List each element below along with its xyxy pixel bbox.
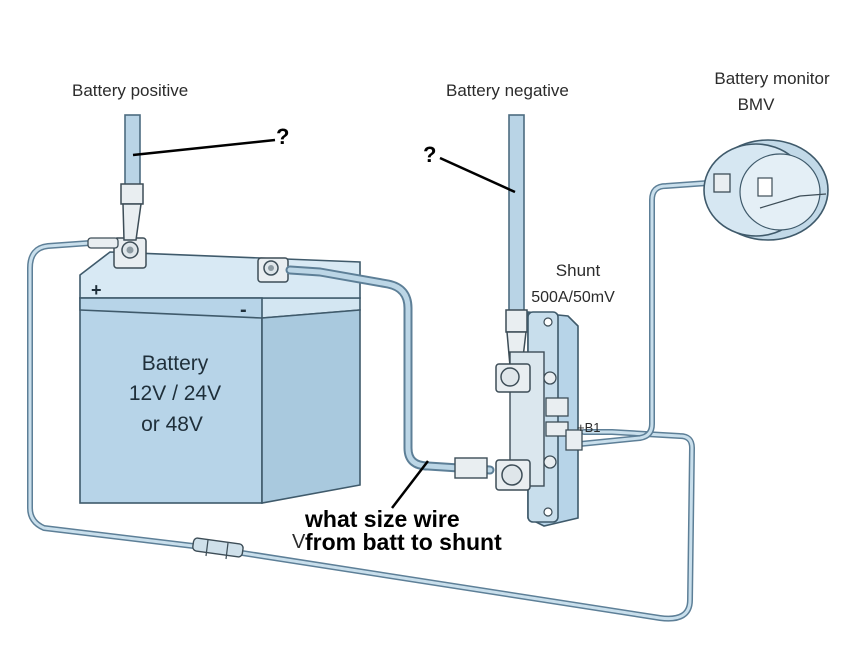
question-mark-positive: ? — [276, 124, 289, 149]
battery-negative-label: Battery negative — [446, 81, 569, 100]
battery-voltage-label-2: or 48V — [141, 413, 203, 436]
battery-minus-sign: - — [240, 299, 247, 321]
annotation-wire-size: V what size wire from batt to shunt — [292, 460, 502, 555]
battery-plus-sign: + — [91, 280, 102, 300]
positive-terminal — [87, 237, 147, 269]
shunt-rating-label: 500A/50mV — [531, 289, 615, 306]
battery-monitor-label: Battery monitor — [714, 69, 830, 88]
annotation-positive-question: ? — [132, 124, 289, 157]
battery-positive-label: Battery positive — [72, 81, 188, 100]
battery: + - Battery 12V / 24V or 48V — [79, 251, 361, 504]
shunt-terminal-label: +B1 — [577, 420, 601, 435]
positive-cable — [120, 114, 144, 241]
battery-monitor — [703, 139, 829, 241]
battery-voltage-label: 12V / 24V — [129, 382, 221, 405]
inline-fuse — [192, 537, 244, 560]
battery-to-shunt-cable — [285, 265, 495, 479]
battery-label: Battery — [142, 352, 209, 375]
question-mark-negative: ? — [423, 142, 436, 167]
monitor-cable — [577, 179, 725, 447]
sense-wire-positive — [27, 240, 695, 622]
hidden-v-label: V — [292, 531, 306, 553]
negative-cable — [505, 114, 528, 367]
wire-size-note-line2: from batt to shunt — [305, 529, 502, 555]
battery-monitor-model-label: BMV — [738, 95, 776, 114]
shunt-label: Shunt — [556, 261, 601, 280]
annotation-negative-question: ? — [423, 142, 516, 194]
negative-terminal — [257, 257, 289, 283]
shunt: +B1 — [495, 311, 601, 527]
wire-size-note-line1: what size wire — [304, 506, 460, 532]
